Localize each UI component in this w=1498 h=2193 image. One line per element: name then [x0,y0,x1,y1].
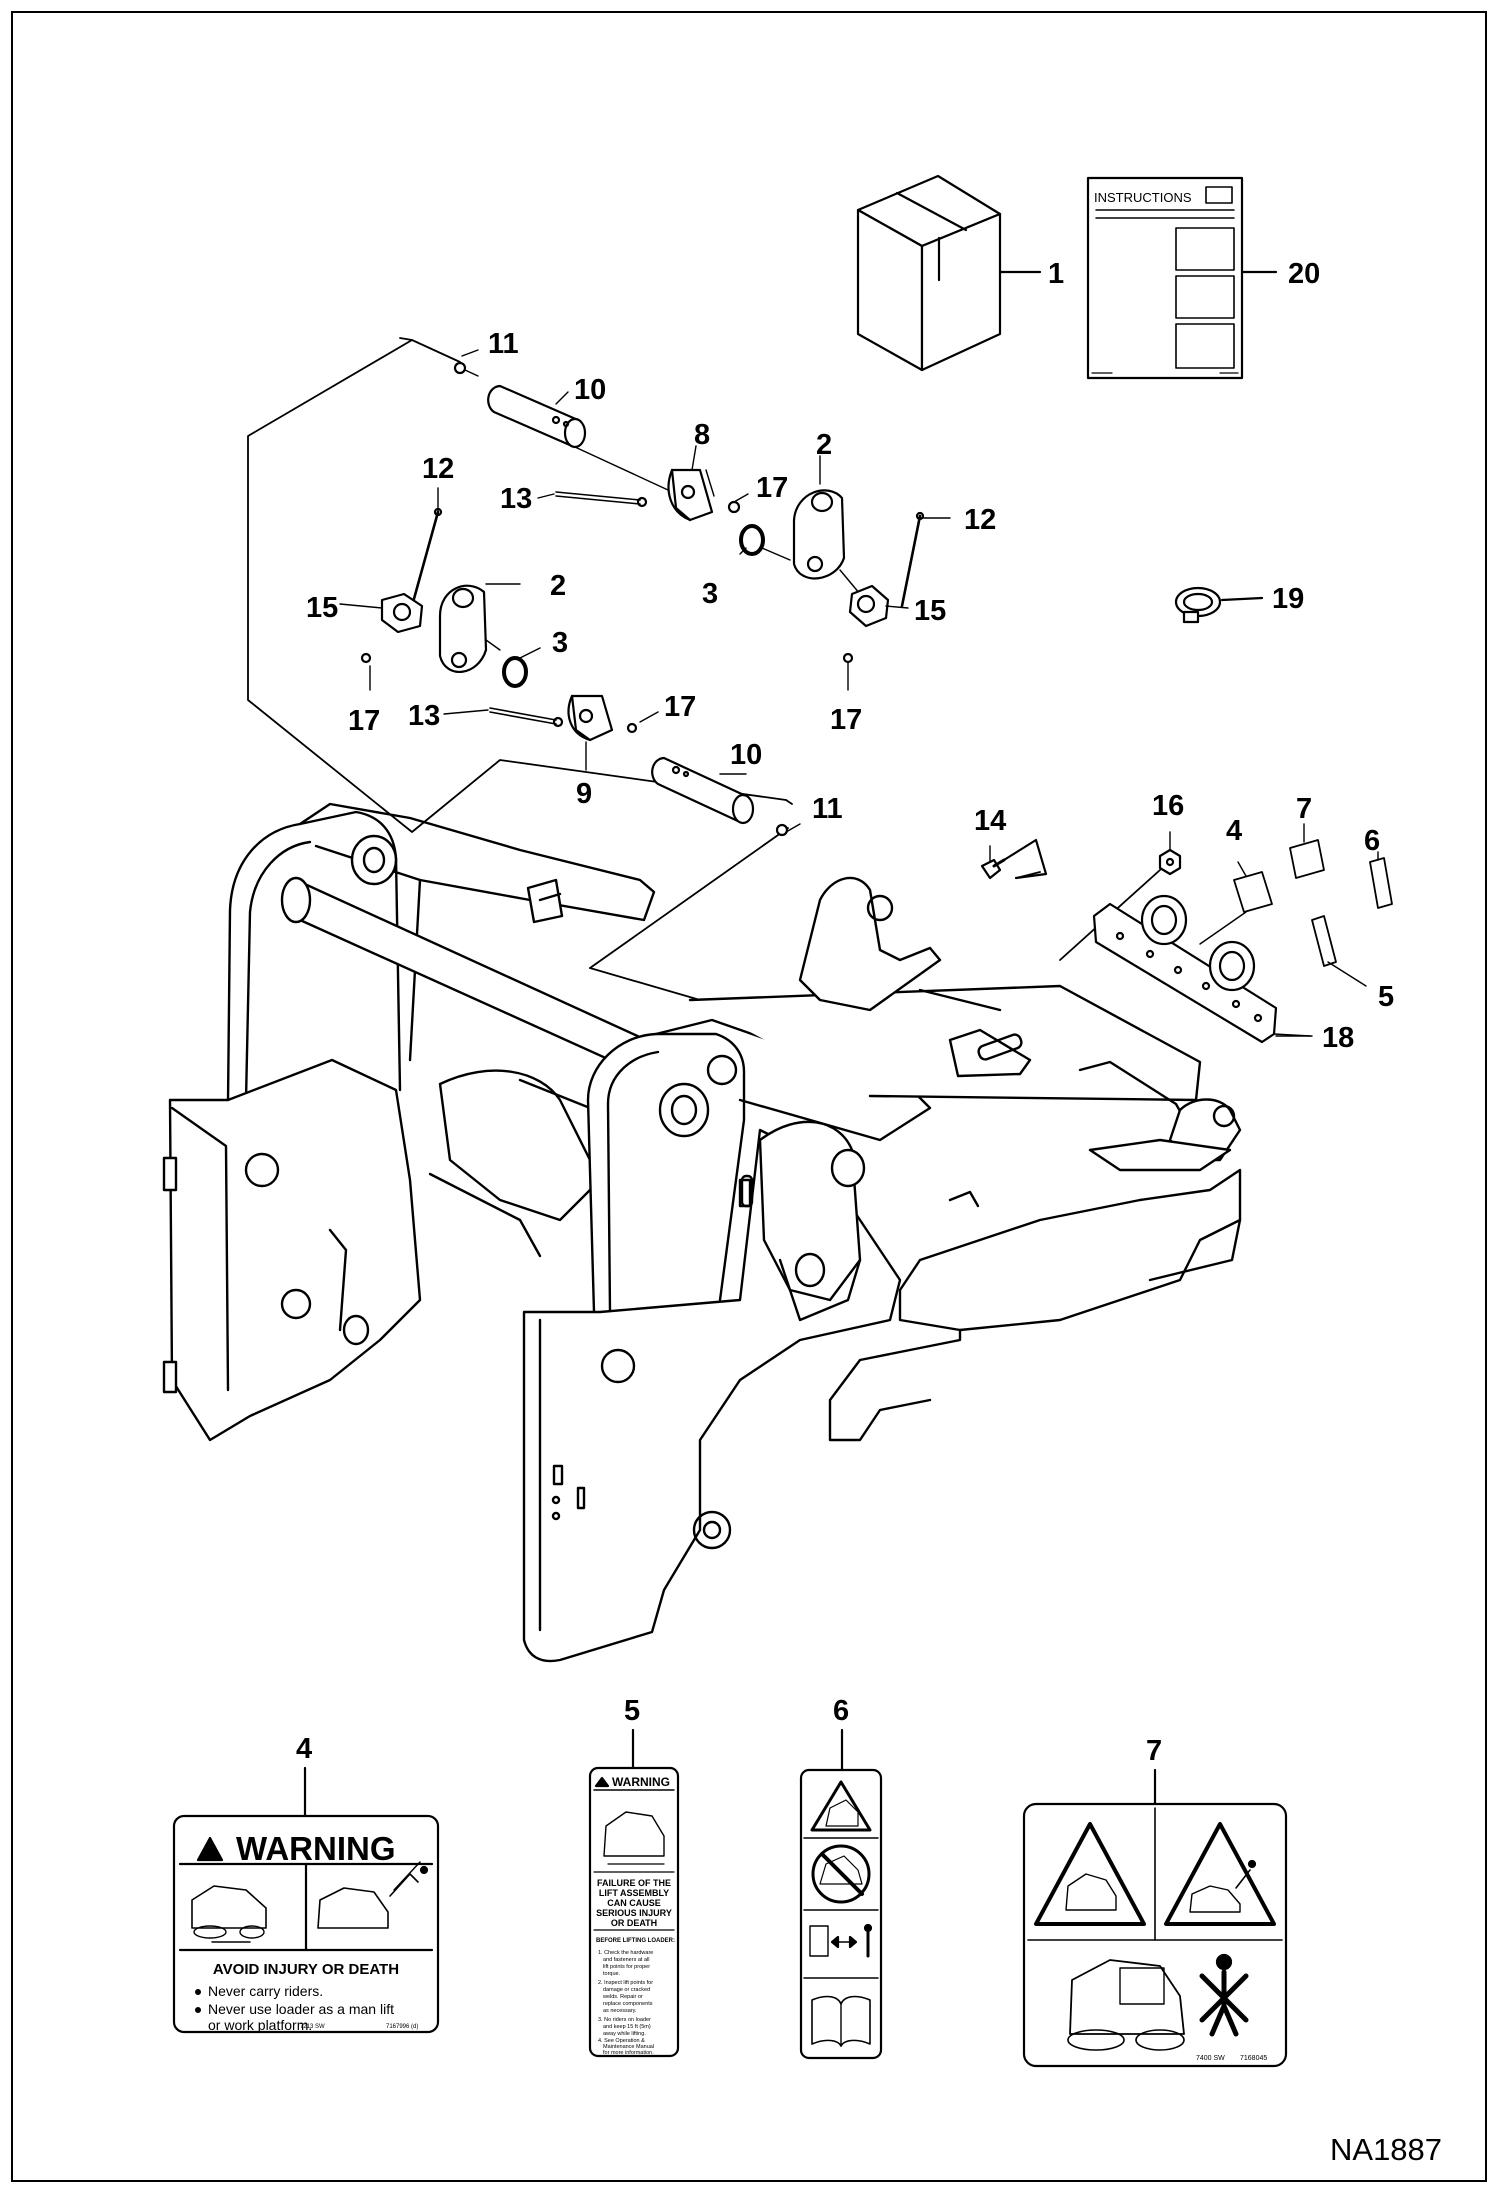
callout-leaders [339,349,1313,1037]
callout-15-left: 15 [306,592,338,624]
callout-15-right: 15 [914,595,946,627]
callout-1: 1 [1048,258,1064,290]
decal-5-step: Maintenance Manual [603,2044,654,2050]
decal-5-title-5: OR DEATH [611,1918,657,1928]
callout-12-right: 12 [964,504,996,536]
decal-4-bullet-1: Never carry riders. [208,1983,323,1999]
decal-5-header: WARNING [612,1775,670,1789]
callout-17-upper: 17 [756,472,788,504]
callout-10-upper: 10 [574,374,606,406]
decal-5-step: away while lifting. [603,2031,646,2037]
decal-5-steps: 1. Check the hardware and fasteners at a… [598,1950,654,2056]
decal-4-title: AVOID INJURY OR DEATH [213,1961,399,1978]
callout-13-upper: 13 [500,483,532,515]
callout-18: 18 [1322,1022,1354,1054]
lower-pin-assembly [360,507,789,837]
callout-8: 8 [694,419,710,451]
decal-5-step: damage or cracked [603,1987,650,1993]
decal-label-5: 5 [624,1695,640,1727]
instruction-sheet-icon [1086,176,1244,380]
decal-4-bullet-3: or work platform. [208,2017,312,2033]
decal-5-step: replace components [603,2001,653,2007]
nut-icon [1158,831,1182,876]
callout-7: 7 [1296,793,1312,825]
decal-5-step: 2. Inspect lift points for [598,1980,653,1986]
decal-5-title-3: CAN CAUSE [607,1898,661,1908]
callout-20: 20 [1288,258,1320,290]
callout-6: 6 [1364,825,1380,857]
page-border [11,11,1487,2182]
callout-14: 14 [974,805,1006,837]
callout-labels: 1 20 11 10 8 2 12 13 17 12 3 15 2 15 19 … [296,258,1394,1767]
decal-5-title-2: LIFT ASSEMBLY [599,1888,669,1898]
decal-7-pn-left: 7400 SW [1196,2055,1225,2062]
callout-17-left: 17 [348,705,380,737]
callout-2-upper: 2 [816,429,832,461]
decal-label-7: 7 [1146,1735,1162,1767]
loader-main-frame [162,802,1242,1663]
decal-7-pn-right: 7168045 [1240,2055,1267,2062]
decal-4-bullet-2: Never use loader as a man lift [208,2001,394,2017]
decal-5-step: welds. Repair or [602,1994,643,2000]
callout-11-upper: 11 [488,328,519,360]
callout-4: 4 [1226,815,1242,847]
decal-4-pn-right: 7167996 (d) [386,2024,418,2030]
box-kit-icon [856,174,1002,372]
decal-6-pictorial [799,1728,883,2060]
callout-19: 19 [1272,583,1304,615]
callout-5: 5 [1378,981,1394,1013]
callout-3-lower: 3 [552,627,568,659]
callout-3-upper: 3 [702,578,718,610]
decal-label-6: 6 [833,1695,849,1727]
clamp-icon [1174,586,1264,624]
callout-16: 16 [1152,790,1184,822]
decal-5-step: as necessary. [603,2008,637,2014]
decal-5-step: and fasteners at all [603,1957,649,1963]
bolt-icon [980,838,1048,880]
decal-4-pn-left: 7213 SW [300,2024,325,2030]
callout-9: 9 [576,778,592,810]
mini-decals [1199,823,1393,987]
decal-5-step: lift points for proper [603,1964,650,1970]
decal-5-warning [588,1728,680,2058]
decal-4-warning [172,1766,440,2034]
mount-plate [1092,894,1311,1044]
upper-pin-assembly [453,361,925,664]
decal-5-step: for more information. [603,2050,654,2056]
decal-5-subtitle: BEFORE LIFTING LOADER: [596,1938,675,1944]
callout-17-right: 17 [830,704,862,736]
decal-5-title-1: FAILURE OF THE [597,1878,671,1888]
decal-5-step: 1. Check the hardware [598,1950,653,1956]
callout-13-lower: 13 [408,700,440,732]
decal-5-step: torque. [603,1971,621,1977]
decal-4-header: WARNING [236,1830,396,1867]
decal-5-step: 4. See Operation & [598,2038,645,2044]
callout-2-lower: 2 [550,570,566,602]
figure-code: NA1887 [1330,2132,1442,2167]
instructions-title: INSTRUCTIONS [1094,190,1192,205]
callout-11-lower: 11 [812,793,843,825]
callout-17-lower: 17 [664,691,696,723]
decal-5-step: 3. No riders on loader [598,2017,651,2023]
decal-label-4: 4 [296,1733,312,1765]
decal-5-title-4: SERIOUS INJURY [596,1908,672,1918]
decal-7-pictorial [1022,1768,1288,2068]
decal-5-step: and keep 15 ft (5m) [603,2024,651,2030]
callout-12-left: 12 [422,453,454,485]
callout-10-lower: 10 [730,739,762,771]
